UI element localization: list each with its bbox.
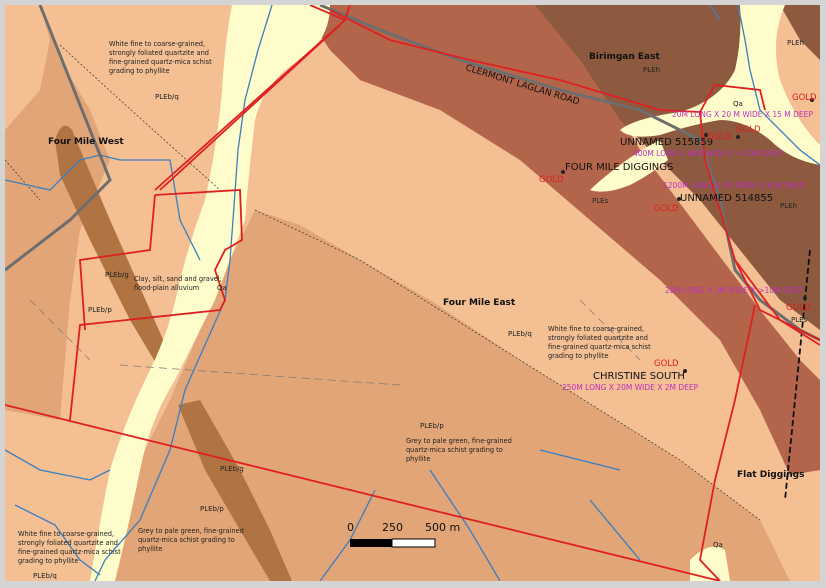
unit-description-schist: Grey to pale green, fine-grainedquartz-m… (406, 437, 512, 463)
mine-markers (561, 98, 814, 373)
mine-name: UNNAMED 514855 (680, 193, 773, 204)
svg-text:White fine to coarse-grained,: White fine to coarse-grained, (109, 40, 205, 48)
unit-label: Qa (733, 100, 743, 108)
unit-label: PLEs (791, 316, 808, 324)
unit-label: PLEb/q (33, 572, 57, 580)
unit-label: PLEb/p (88, 306, 112, 314)
mine-name: UNNAMED 515859 (620, 137, 713, 148)
svg-text:quartz-mica schist grading to: quartz-mica schist grading to (406, 446, 503, 454)
unit-description-quartzite: White fine to coarse-grained,strongly fo… (109, 40, 212, 75)
unit-description-schist: Grey to pale green, fine-grainedquartz-m… (138, 527, 244, 553)
unit-label: PLEh (643, 66, 660, 74)
svg-text:fine-grained quartz-mica schis: fine-grained quartz-mica schist (18, 548, 121, 556)
unit-description-quartzite: White fine to coarse-grained,strongly fo… (18, 530, 121, 565)
unit-label: Qa (713, 541, 723, 549)
svg-text:White fine to coarse-grained,: White fine to coarse-grained, (548, 325, 644, 333)
tenement-boundaries (5, 5, 820, 581)
unit-pleb-g-band-1 (55, 125, 172, 370)
svg-text:phyllite: phyllite (406, 455, 430, 463)
svg-text:Grey to pale green, fine-grain: Grey to pale green, fine-grained (406, 437, 512, 445)
fault-line (784, 249, 811, 501)
dimension-label: 250M LONG X 20M WIDE X 2M DEEP (562, 383, 699, 392)
inferred-faults (29, 299, 641, 386)
unit-label: PLEb/g (105, 271, 129, 279)
commodity-label: GOLD (654, 204, 679, 214)
svg-text:Grey to pale green, fine-grain: Grey to pale green, fine-grained (138, 527, 244, 535)
unit-ples (300, 5, 820, 475)
commodity-label: GOLD (654, 359, 679, 369)
unit-description-alluvium: Clay, silt, sand and gravel;flood-plain … (134, 275, 222, 292)
svg-text:flood-plain alluvium: flood-plain alluvium (134, 284, 199, 292)
svg-text:250: 250 (382, 521, 403, 534)
commodity-label: GOLD (736, 125, 761, 135)
unit-label: PLEb/p (420, 422, 444, 430)
svg-text:grading to phyllite: grading to phyllite (109, 67, 170, 75)
svg-text:strongly foliated quartzite an: strongly foliated quartzite and (18, 539, 118, 547)
place-label: Four Mile West (48, 137, 124, 147)
svg-text:grading to phyllite: grading to phyllite (18, 557, 79, 565)
unit-pleh-ne (780, 5, 820, 60)
svg-text:White fine to coarse-grained,: White fine to coarse-grained, (18, 530, 114, 538)
unit-label: PLEb/q (155, 93, 179, 101)
mine-name: CHRISTINE SOUTH (593, 371, 685, 382)
commodity-label: GOLD (786, 303, 811, 313)
unit-label: Qa (217, 284, 227, 292)
unit-description-quartzite: White fine to coarse-grained,strongly fo… (548, 325, 651, 360)
unit-label: PLEb/q (508, 330, 532, 338)
svg-text:fine-grained quartz-mica schis: fine-grained quartz-mica schist (548, 343, 651, 351)
dimension-label: 400M LONG X 60M WIDE X <2.0M DEEP (633, 149, 783, 158)
unit-qa-digging (590, 140, 668, 192)
place-label: Flat Diggings (737, 470, 804, 480)
svg-text:strongly foliated quartzite an: strongly foliated quartzite and (109, 49, 209, 57)
geological-contacts (5, 44, 761, 521)
unit-label: PLEh (787, 39, 804, 47)
svg-text:strongly foliated quartzite an: strongly foliated quartzite and (548, 334, 648, 342)
svg-text:500 m: 500 m (425, 521, 460, 534)
scale-bar: 0 250 500 m (347, 521, 460, 548)
svg-text:0: 0 (347, 521, 354, 534)
svg-text:fine-grained quartz-mica schis: fine-grained quartz-mica schist (109, 58, 212, 66)
svg-text:phyllite: phyllite (138, 545, 162, 553)
place-label: Four Mile East (443, 298, 516, 308)
place-label: Birimgan East (589, 52, 660, 62)
unit-label: PLEh (780, 202, 797, 210)
svg-text:Clay, silt, sand and gravel;: Clay, silt, sand and gravel; (134, 275, 222, 283)
unit-label: PLEb/g (220, 465, 244, 473)
mine-name: FOUR MILE DIGGINGS (565, 162, 673, 173)
unit-label: PLEb/p (200, 505, 224, 513)
unit-label: PLEs (592, 197, 609, 205)
unit-pleb-p-west (5, 5, 110, 420)
svg-text:grading to phyllite: grading to phyllite (548, 352, 609, 360)
dimension-label: 1200M LONG X 3M WIDE X 30M DEEP (663, 181, 804, 190)
svg-text:quartz-mica schist grading to: quartz-mica schist grading to (138, 536, 235, 544)
dimension-label: 20M LONG X 3M WIDE X >10M DEEP (665, 286, 803, 295)
dimension-label: 20M LONG X 20 M WIDE X 15 M DEEP (672, 110, 813, 119)
commodity-label: GOLD (707, 132, 732, 142)
unit-pleb-q-sw (5, 520, 70, 581)
unit-pleb-q-corner (5, 5, 50, 130)
commodity-label: GOLD (539, 175, 564, 185)
unit-qa-main (90, 5, 330, 581)
unit-pleb-g-band-2 (178, 400, 292, 581)
unit-pleb-p-central (100, 210, 790, 581)
commodity-label: GOLD (792, 93, 817, 103)
